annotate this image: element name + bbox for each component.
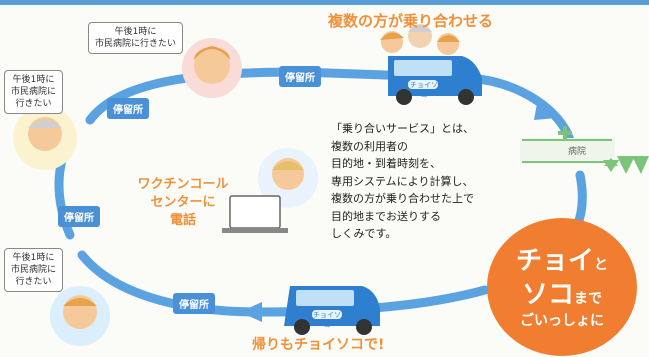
bottom-caption: 帰りもチョイソコで! bbox=[252, 337, 385, 353]
van-bottom-icon bbox=[284, 286, 380, 335]
arrow-left-icon bbox=[240, 302, 262, 322]
slogan-circle: チョイと ソコまで ごいっしょに bbox=[487, 218, 637, 356]
slogan-line1-big: チョイ bbox=[515, 246, 594, 276]
van-bottom-logo: チョイソコ bbox=[313, 311, 341, 329]
slogan-line1-small: と bbox=[594, 257, 608, 273]
call-center-text: ワクチンコール センターに 電話 bbox=[137, 177, 229, 228]
service-explanation: 「乗り合いサービス」とは、 複数の利用者の 目的地・到着時刻を、 専用システムに… bbox=[331, 122, 474, 240]
stop-bottom: 停留所 bbox=[173, 293, 215, 314]
van-top-icon bbox=[388, 56, 482, 105]
slogan-line3: ごいっしょに bbox=[520, 313, 604, 329]
slogan-line2-small: まで bbox=[574, 291, 602, 307]
arrow-right-icon bbox=[534, 98, 556, 120]
laptop-icon bbox=[222, 195, 288, 233]
hospital-ground bbox=[520, 138, 615, 164]
headline-top: 複数の方が乗り合わせる bbox=[328, 12, 494, 30]
hospital-label: 病院 bbox=[568, 147, 587, 157]
trees-icon bbox=[603, 156, 649, 174]
passengers-icon bbox=[380, 24, 460, 55]
stop-left-upper: 停留所 bbox=[107, 98, 149, 119]
stop-left-lower: 停留所 bbox=[58, 206, 100, 227]
van-top-logo: チョイソコ bbox=[410, 81, 438, 99]
bubble-top-person: 午後1時に 市民病院に行きたい bbox=[88, 22, 184, 54]
bubble-bottom-person: 午後1時に 市民病院に 行きたい bbox=[4, 248, 64, 292]
stop-top: 停留所 bbox=[279, 66, 321, 87]
bubble-left-person: 午後1時に 市民病院に 行きたい bbox=[4, 70, 64, 114]
slogan-line2-big: ソコ bbox=[521, 280, 574, 310]
route-loop-bottom bbox=[77, 250, 490, 317]
top-strip bbox=[0, 0, 649, 5]
